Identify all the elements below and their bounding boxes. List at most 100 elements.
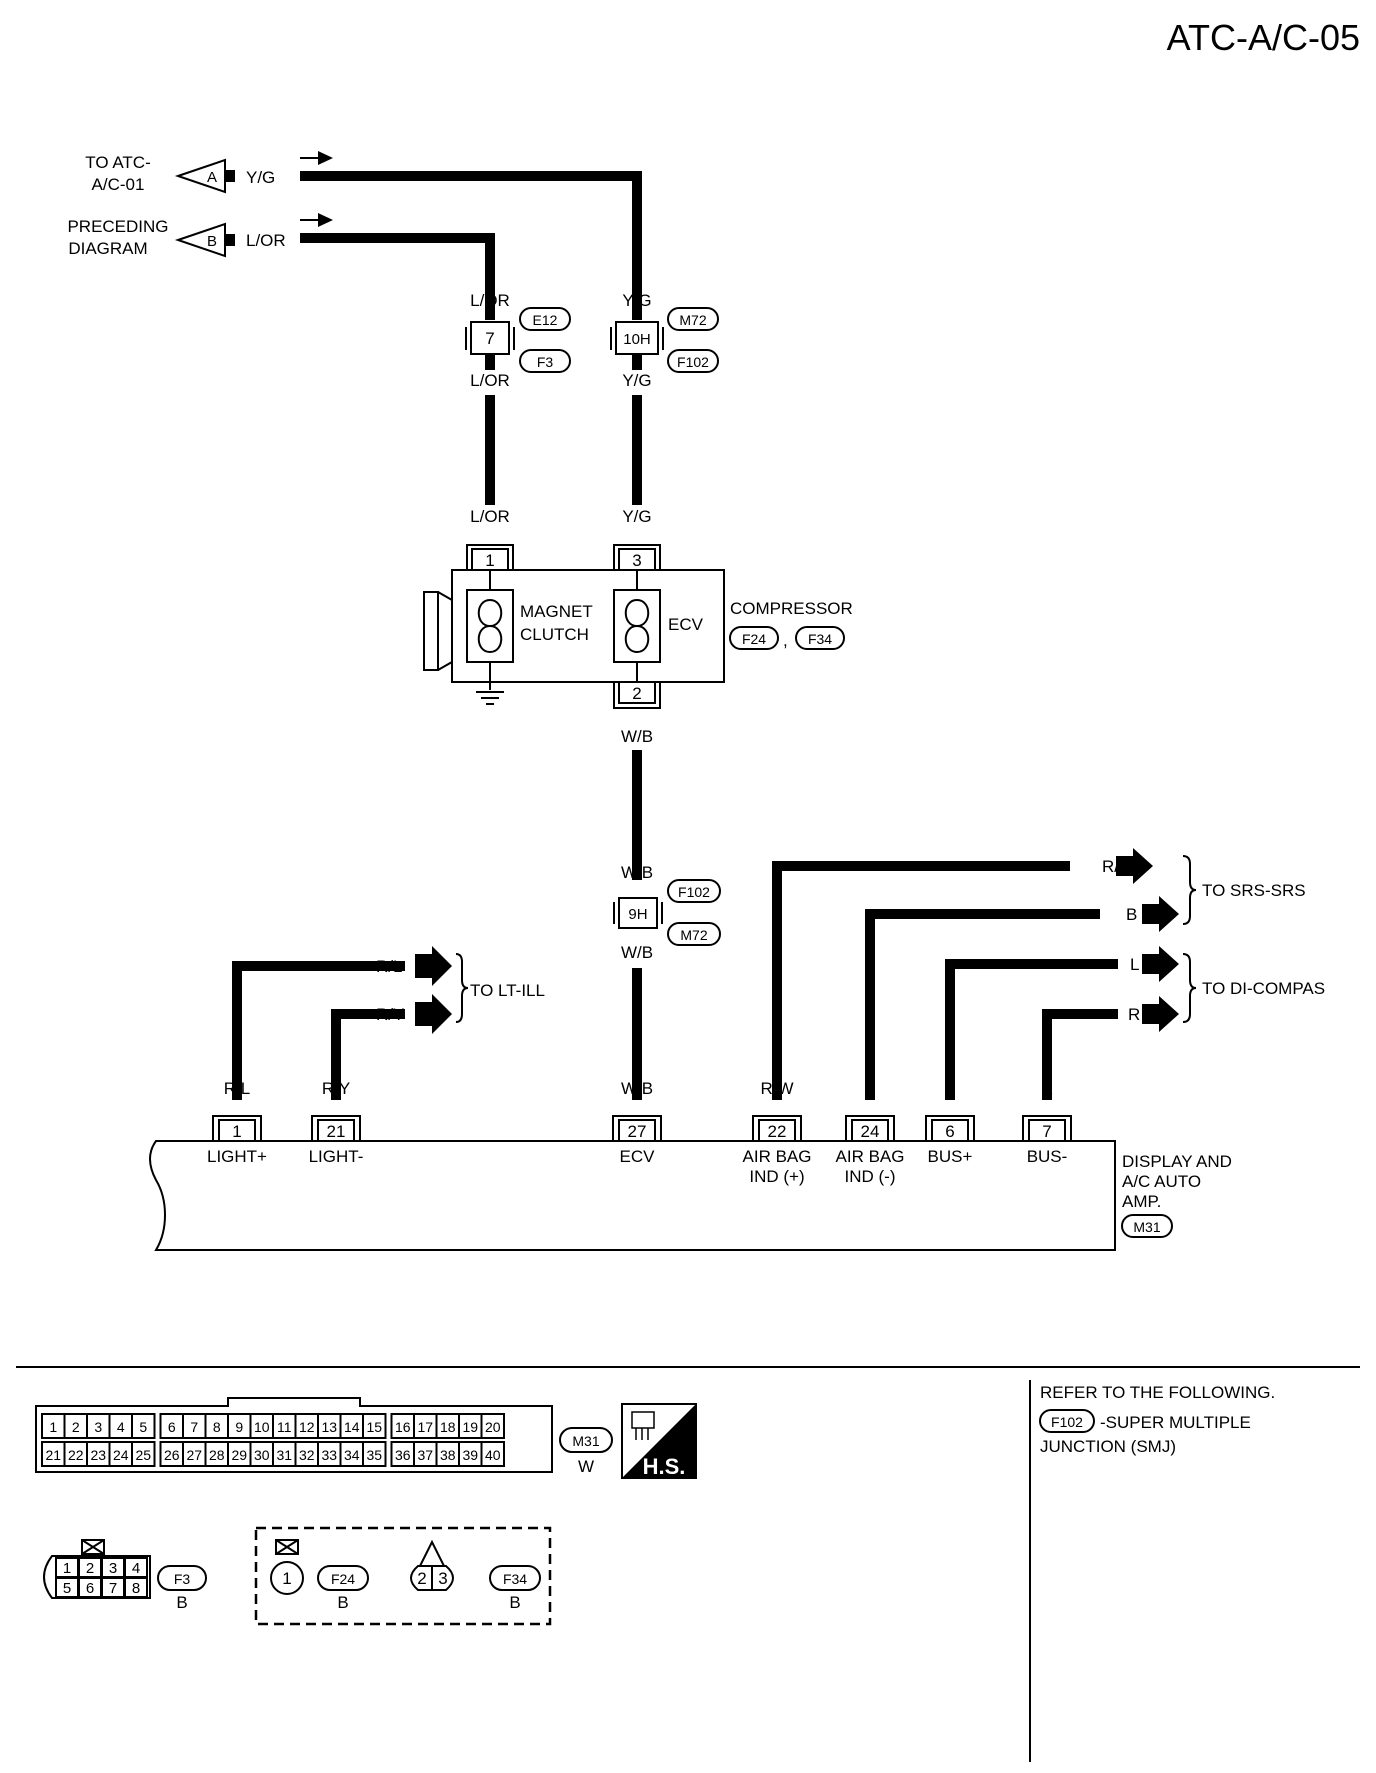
f3-cell-number: 1: [63, 1560, 71, 1577]
f3-cell-number: 5: [63, 1580, 71, 1597]
m31-cell: [131, 1441, 156, 1467]
wire-rw: [772, 861, 1070, 1100]
amp-pin-name: IND (-): [845, 1167, 896, 1186]
amp-pin-box: [618, 1119, 656, 1142]
m31-cell: [131, 1413, 156, 1439]
connector-b-ref-line1: PRECEDING: [67, 217, 168, 236]
connector-a-terminal: [226, 170, 235, 182]
m31-cell-number: 36: [395, 1447, 411, 1463]
amp-pin-wire: W/B: [621, 1079, 653, 1098]
connector-a-ref-line2: A/C-01: [92, 175, 145, 194]
amp-pin-box: [758, 1119, 796, 1142]
f34-color: B: [509, 1593, 520, 1612]
junction-wb-conn-bottom-badge: [667, 922, 721, 946]
amp-pin-number: 22: [768, 1122, 787, 1141]
page-id: ATC-A/C-05: [1167, 17, 1360, 58]
m31-cell-number: 11: [277, 1419, 292, 1435]
lt-ill-wire-1: R/L: [376, 957, 402, 976]
arrow-r-icon: [1142, 996, 1179, 1032]
m31-cell-number: 7: [190, 1419, 198, 1435]
amp-pin-box: [931, 1119, 969, 1142]
lt-ill-label: TO LT-ILL: [470, 981, 545, 1000]
signal-arrow-head-b: [318, 213, 333, 227]
junction-wb-wire-bottom: W/B: [621, 943, 653, 962]
junction-lor-conn-bottom: F3: [537, 354, 554, 370]
compressor-pin-1: 1: [485, 551, 494, 570]
compas-label: TO DI-COMPAS: [1202, 979, 1325, 998]
m31-cell-number: 34: [344, 1447, 360, 1463]
junction-wb-conn-top-badge: [667, 879, 721, 903]
m31-cell-number: 21: [45, 1447, 61, 1463]
m31-id: M31: [572, 1433, 599, 1449]
f3-cell-number: 7: [109, 1580, 117, 1597]
f24-pin: 1: [282, 1569, 291, 1588]
f24-connector-face: [270, 1561, 304, 1595]
compressor-name: COMPRESSOR: [730, 599, 853, 618]
m31-cell-number: 18: [440, 1419, 456, 1435]
refer-line1: REFER TO THE FOLLOWING.: [1040, 1383, 1275, 1402]
amp-pin-housing: [311, 1115, 361, 1141]
junction-lor-wire-bottom: L/OR: [470, 371, 510, 390]
compressor-pin-3-housing: [613, 544, 661, 570]
connector-a-letter: A: [207, 169, 217, 186]
ecv-coil-icon: [624, 599, 650, 654]
m31-cell-number: 4: [117, 1419, 125, 1435]
hs-icon-fill: [622, 1404, 696, 1478]
junction-wb-conn-top: F102: [678, 884, 710, 900]
amp-pin-wire: L: [945, 1079, 954, 1098]
refer-conn: F102: [1051, 1414, 1083, 1430]
amp-name-line2: A/C AUTO: [1122, 1172, 1201, 1191]
lt-ill-wire-2: R/Y: [376, 1005, 404, 1024]
m31-cell-number: 20: [485, 1419, 501, 1435]
m31-cell: [480, 1413, 505, 1439]
refer-line2: -SUPER MULTIPLE: [1100, 1413, 1251, 1432]
m31-cell-number: 26: [164, 1447, 180, 1463]
amp-pin-number: 27: [628, 1122, 647, 1141]
compressor-pulley-edge-top: [437, 591, 453, 601]
m31-cell-number: 2: [72, 1419, 80, 1435]
m31-cell-number: 15: [366, 1419, 382, 1435]
m31-cell-number: 35: [366, 1447, 382, 1463]
junction-yg-conn-top-badge: [667, 307, 719, 331]
compressor-conn-1-badge: [729, 626, 779, 650]
amp-pin-housing: [1022, 1115, 1072, 1141]
junction-wb-connector: [618, 897, 658, 929]
amp-conn-badge: [1121, 1214, 1173, 1238]
f3-id: F3: [174, 1571, 191, 1587]
f3-color: B: [176, 1593, 187, 1612]
amp-pin-housing: [212, 1115, 262, 1141]
f34-pin-3: 3: [438, 1569, 447, 1588]
amp-pin-name: AIR BAG: [836, 1147, 905, 1166]
junction-wb-pin: 9H: [628, 906, 647, 923]
lt-ill-brace: [455, 953, 469, 1023]
m31-cell-number: 8: [213, 1419, 221, 1435]
m31-cell-number: 40: [485, 1447, 501, 1463]
m31-cell-number: 17: [417, 1419, 433, 1435]
junction-lor-conn-top-badge: [519, 307, 571, 331]
ecv-label: ECV: [668, 615, 704, 634]
wire-lor-top: [300, 233, 495, 320]
m31-cell-number: 5: [139, 1419, 147, 1435]
f3-cell-number: 6: [86, 1580, 94, 1597]
f3-id-badge: [157, 1565, 207, 1591]
m31-cell-number: 30: [254, 1447, 270, 1463]
f3-cell-number: 4: [132, 1560, 140, 1577]
srs-wire-2: B: [1126, 905, 1137, 924]
arrow-l-icon: [1142, 946, 1179, 982]
m31-cell-number: 32: [299, 1447, 315, 1463]
amp-pin-box: [317, 1119, 355, 1142]
m31-cell-number: 31: [276, 1447, 292, 1463]
wire-r: [1042, 1009, 1118, 1100]
f24-id-badge: [317, 1565, 369, 1591]
f3-cell-number: 8: [132, 1580, 140, 1597]
compressor-pin-2-box: [618, 681, 656, 704]
amp-pin-wire: R/Y: [322, 1079, 350, 1098]
amp-pin-box: [1028, 1119, 1066, 1142]
m31-cell: [362, 1413, 387, 1439]
compressor-pin-1-housing: [466, 544, 514, 570]
f3-cell: [124, 1577, 148, 1598]
